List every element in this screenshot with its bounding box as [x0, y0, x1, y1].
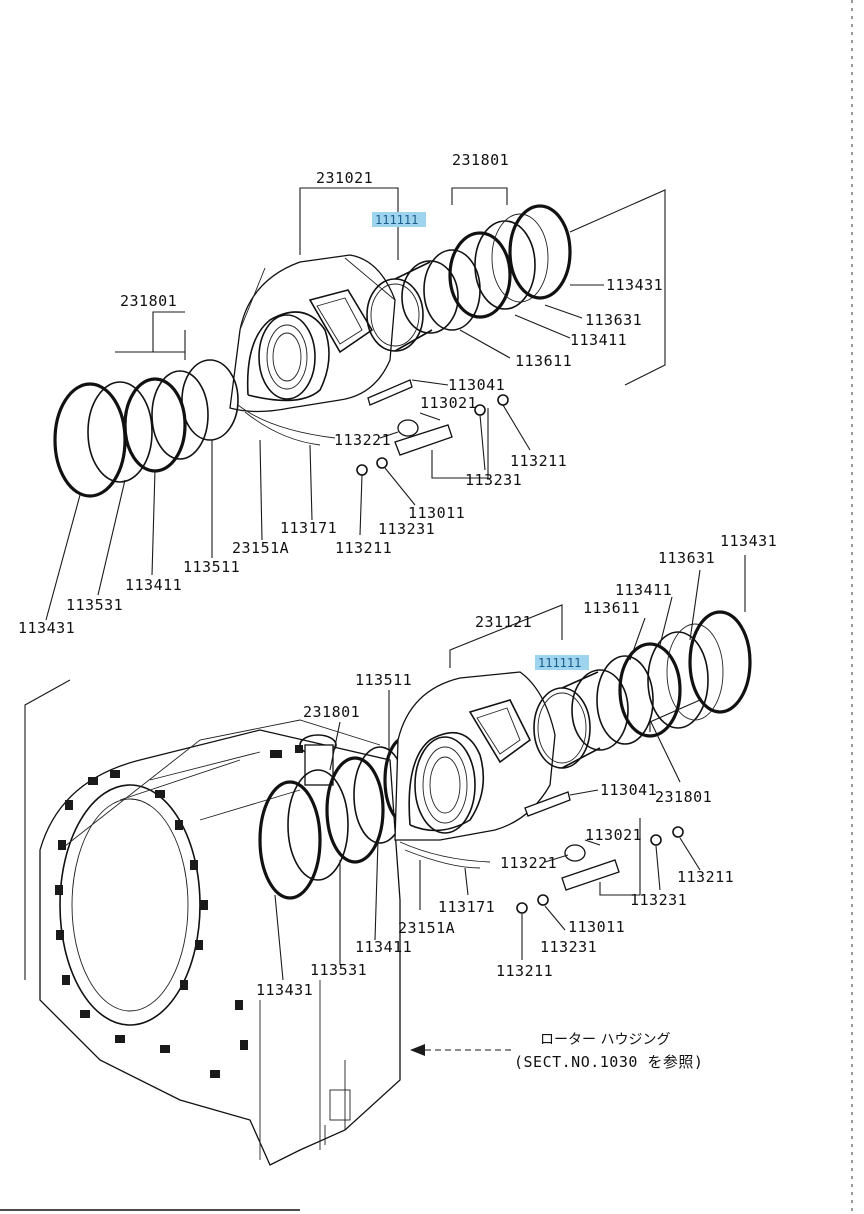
upper-label-113431-right: 113431	[606, 276, 663, 294]
lower-label-113021: 113021	[585, 826, 642, 844]
reference-note-line2: (SECT.NO.1030 を参照)	[514, 1053, 703, 1071]
upper-label-113221: 113221	[334, 431, 391, 449]
reference-note-line1: ローター ハウジング	[540, 1032, 670, 1048]
upper-label-113531: 113531	[66, 596, 123, 614]
upper-label-113231-right: 113231	[465, 471, 522, 489]
lower-label-highlight: 111111	[538, 656, 581, 670]
lower-label-113531: 113531	[310, 961, 367, 979]
lower-label-113631: 113631	[658, 549, 715, 567]
upper-left-rings	[53, 359, 239, 498]
upper-assembly: 111111	[18, 151, 666, 637]
lower-label-113211-lower: 113211	[496, 962, 553, 980]
lower-assembly: 111111	[24, 532, 777, 1166]
upper-label-113431-left: 113431	[18, 619, 75, 637]
upper-label-housing: 231021	[316, 169, 373, 187]
lower-label-ring-set-left: 231801	[303, 703, 360, 721]
lower-label-23151A: 23151A	[398, 919, 455, 937]
lower-label-113411-left: 113411	[355, 938, 412, 956]
lower-label-113611: 113611	[583, 599, 640, 617]
lower-label-113231-lower: 113231	[540, 938, 597, 956]
lower-sleeve-ring	[533, 669, 629, 769]
lower-small-parts	[516, 791, 684, 914]
upper-label-113231-lower: 113231	[378, 520, 435, 538]
upper-housing-231021	[229, 254, 396, 413]
upper-seal-strip	[237, 404, 336, 439]
upper-sleeve-ring	[366, 260, 459, 352]
upper-label-113411-right: 113411	[570, 331, 627, 349]
upper-label-113611: 113611	[515, 352, 572, 370]
lower-label-113211-right: 113211	[677, 868, 734, 886]
upper-label-113631: 113631	[585, 311, 642, 329]
lower-label-113171: 113171	[438, 898, 495, 916]
upper-right-rings	[423, 204, 572, 331]
upper-label-113021: 113021	[420, 394, 477, 412]
lower-highlight-box	[535, 655, 589, 670]
lower-label-113011: 113011	[568, 918, 625, 936]
lower-label-113431-left: 113431	[256, 981, 313, 999]
upper-highlight-box	[372, 212, 426, 227]
upper-label-113211-lower: 113211	[335, 539, 392, 557]
lower-label-113411-right: 113411	[615, 581, 672, 599]
engine-block-housing	[39, 719, 401, 1166]
upper-small-parts	[356, 379, 509, 476]
upper-label-113411-left: 113411	[125, 576, 182, 594]
upper-label-ring-set-right: 231801	[452, 151, 509, 169]
lower-right-rings	[596, 610, 752, 745]
lower-label-113231-right: 113231	[630, 891, 687, 909]
reference-arrow-head	[410, 1044, 425, 1056]
upper-label-113011: 113011	[408, 504, 465, 522]
lower-label-113511: 113511	[355, 671, 412, 689]
upper-label-highlight: 111111	[375, 213, 418, 227]
upper-label-ring-set-left: 231801	[120, 292, 177, 310]
lower-label-113041: 113041	[600, 781, 657, 799]
upper-label-113511: 113511	[183, 558, 240, 576]
lower-label-113431-right: 113431	[720, 532, 777, 550]
lower-label-housing: 231121	[475, 613, 532, 631]
lower-label-113221: 113221	[500, 854, 557, 872]
upper-label-113211-right: 113211	[510, 452, 567, 470]
upper-label-23151A: 23151A	[232, 539, 289, 557]
lower-label-ring-set-right: 231801	[655, 788, 712, 806]
upper-label-113041: 113041	[448, 376, 505, 394]
lower-housing-231121	[394, 671, 556, 841]
upper-label-113171: 113171	[280, 519, 337, 537]
lower-seal-strip	[399, 841, 491, 863]
